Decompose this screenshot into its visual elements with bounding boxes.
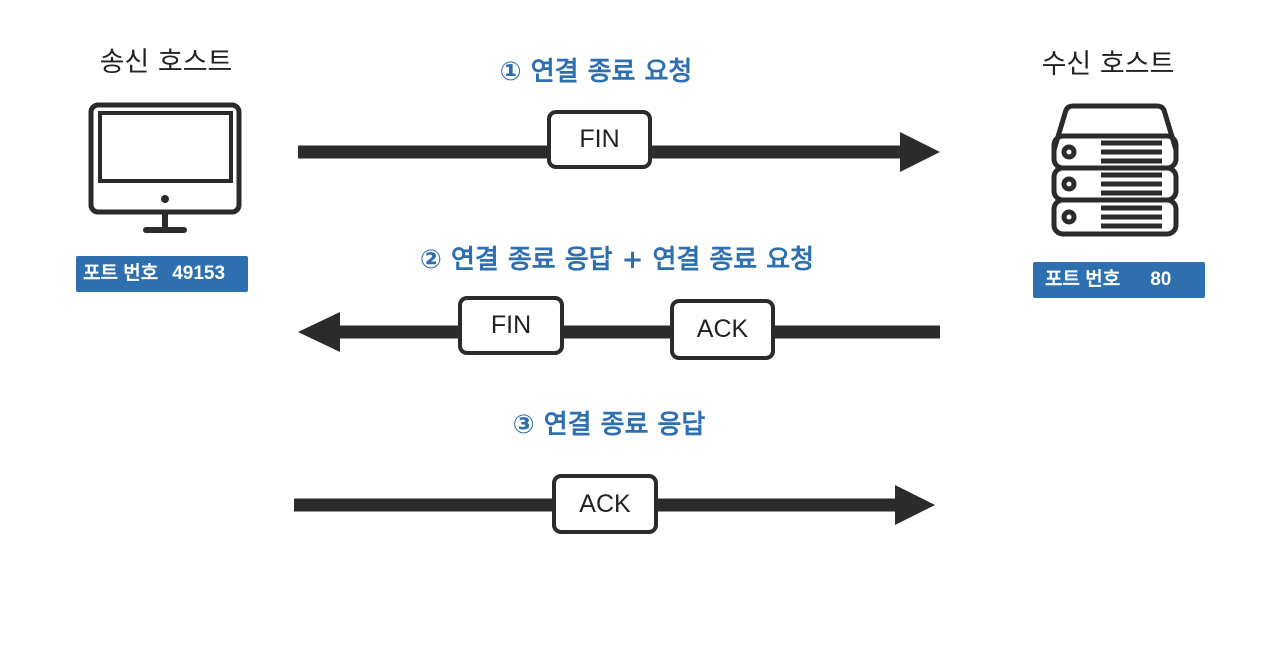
arrowhead-left-icon [298,312,340,352]
ack-flag-box: ACK [552,474,658,534]
step-2-label: ② 연결 종료 응답 + 연결 종료 요청 [419,245,815,275]
step-1-label: ① 연결 종료 요청 [499,57,693,87]
receiver-title: 수신 호스트 [1041,49,1175,80]
step-3-label: ③ 연결 종료 응답 [512,410,706,440]
fin-flag-box: FIN [547,110,652,169]
port-number: 80 [1150,269,1172,290]
port-label: 포트 번호 [83,263,159,284]
arrowhead-right-icon [895,485,935,525]
arrowhead-right-icon [900,132,940,172]
sender-title: 송신 호스트 [99,47,233,78]
arrow-step-2 [298,312,940,352]
port-number: 49153 [172,263,226,284]
ack-flag-box: ACK [670,299,775,360]
receiver-port-badge: 포트 번호 80 [1033,262,1205,298]
fin-flag-box: FIN [458,296,564,355]
desktop-monitor-icon [88,102,242,233]
server-stack-icon [1051,103,1179,237]
sender-port-badge: 포트 번호 49153 [76,256,248,292]
port-label: 포트 번호 [1045,269,1121,290]
